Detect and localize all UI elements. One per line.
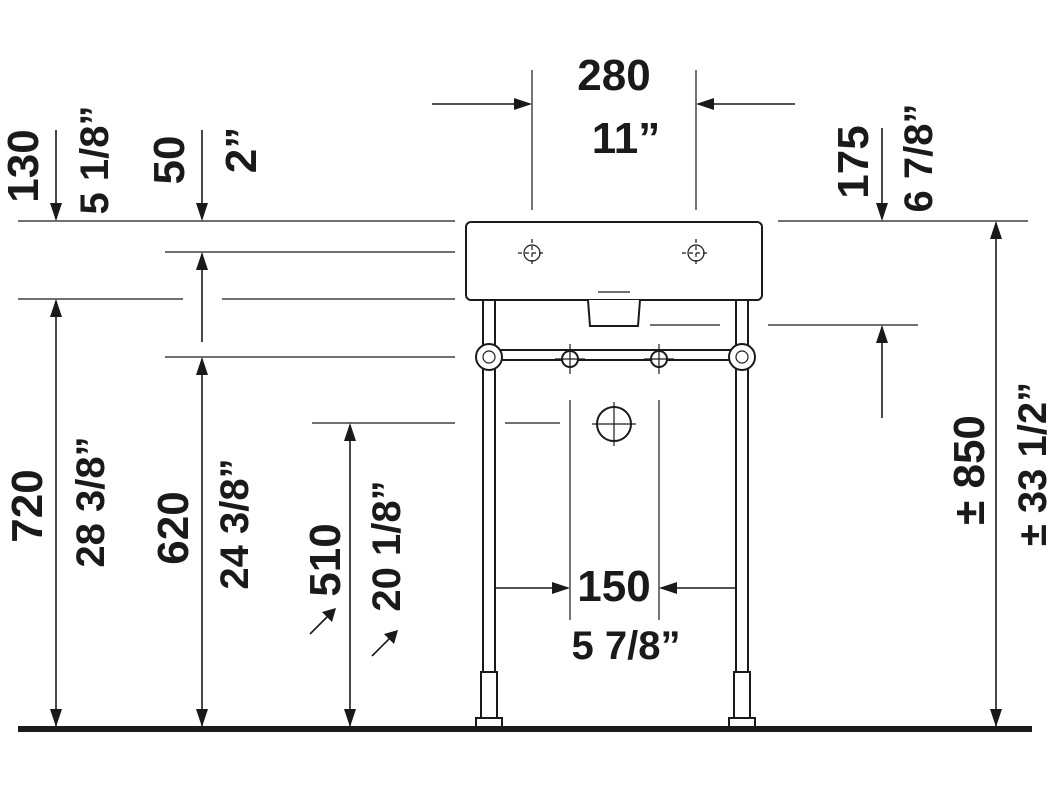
towel-rail-fixing-left (555, 344, 585, 374)
label-720: 720 (3, 469, 52, 542)
tap-hole-right (682, 239, 710, 267)
tap-hole-left (518, 239, 546, 267)
label-5-1-8in: 5 1/8” (73, 106, 117, 215)
label-280: 280 (577, 51, 650, 100)
label-33-1-2in: ± 33 1/2” (1011, 382, 1054, 546)
label-5-7-8in: 5 7/8” (572, 624, 681, 668)
towel-rail-fixing-right (644, 344, 674, 374)
metal-console (475, 299, 756, 728)
label-620: 620 (149, 491, 198, 564)
label-11in: 11” (592, 114, 661, 163)
extension-lines (18, 70, 1028, 620)
dimension-lines (50, 98, 1002, 727)
label-510: 510 (301, 523, 350, 596)
label-24-3-8in: 24 3/8” (213, 458, 257, 589)
label-20-1-8in: 20 1/8” (365, 480, 409, 611)
waste-outlet (592, 402, 636, 446)
washbasin (465, 221, 763, 327)
label-175: 175 (829, 125, 878, 198)
label-28-3-8in: 28 3/8” (69, 436, 113, 567)
label-2in: 2” (217, 127, 266, 173)
label-130: 130 (0, 129, 48, 202)
label-150: 150 (577, 562, 650, 611)
label-850: ± 850 (945, 415, 994, 525)
label-6-7-8in: 6 7/8” (897, 104, 941, 213)
label-50: 50 (145, 136, 194, 185)
